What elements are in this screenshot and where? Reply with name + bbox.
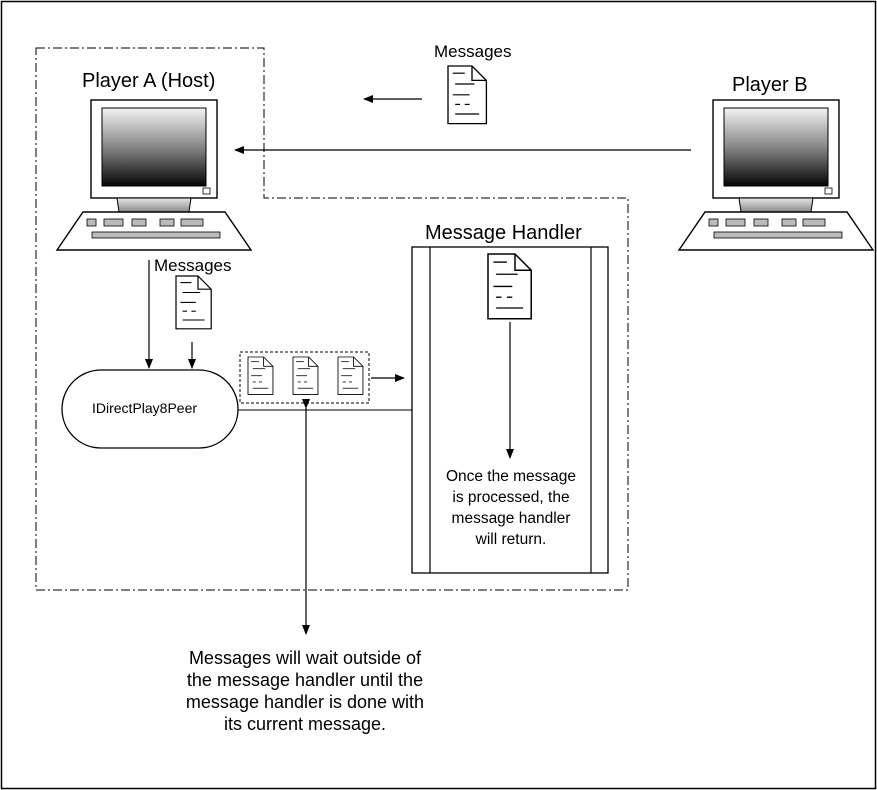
handler-message-doc-icon [487,253,532,320]
top-message-doc-icon [447,65,488,125]
queued-message-2-icon [292,356,319,395]
peer-node [61,369,239,449]
top-messages-label: Messages [434,42,512,61]
player-a-title: Player A (Host) [82,70,216,92]
player-b-title: Player B [732,74,808,96]
message-handler-title: Message Handler [425,222,582,244]
handler-return-note: Once the message is processed, the messa… [445,468,577,548]
left-messages-label: Messages [154,256,232,275]
left-message-doc-icon [175,275,212,330]
queued-message-1-icon [247,356,274,395]
peer-label: IDirectPlay8Peer [92,400,198,416]
queued-message-3-icon [337,356,364,395]
waiting-caption: Messages will wait outside of the messag… [185,648,425,734]
player-a-boundary [35,47,629,591]
